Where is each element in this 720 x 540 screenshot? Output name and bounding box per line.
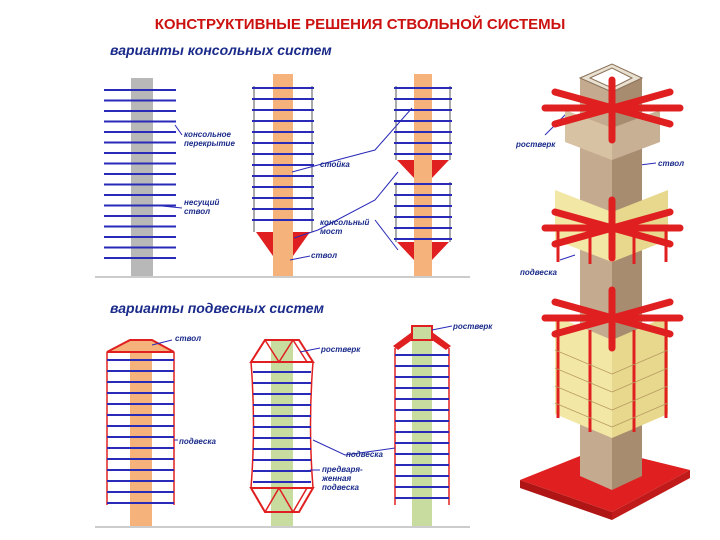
slide-title: КОНСТРУКТИВНЫЕ РЕШЕНИЯ СТВОЛЬНОЙ СИСТЕМЫ (154, 16, 566, 33)
label-core-b: ствол (175, 334, 202, 343)
suspended-floors-1 (107, 359, 174, 504)
label-grillage-a: ростверк (321, 345, 361, 354)
cantilever-building-1 (104, 78, 176, 276)
tower-floor-lines (554, 349, 669, 428)
core-orange-3 (414, 74, 432, 276)
bracket-upper-left (397, 160, 414, 178)
bracket-lower-right (432, 242, 449, 260)
cantilever-bridge-left (256, 232, 273, 256)
cantilever-section-title: варианты консольных систем (110, 42, 332, 58)
label-tower-core: ствол (658, 159, 685, 168)
tower-grillages (541, 76, 684, 352)
label-tower-hanger: подвеска (520, 268, 557, 277)
suspended-building-1 (106, 339, 175, 526)
bracket-lower-left (397, 242, 414, 260)
bearing-core-gray (131, 78, 153, 276)
cantilever-floors-3 (394, 87, 452, 240)
tower-3d (520, 63, 690, 520)
label-tower-grillage: ростверк (516, 140, 556, 149)
cantilever-bridge-right (293, 232, 310, 256)
leader-lines (151, 107, 657, 471)
cantilever-floors-2 (252, 87, 314, 221)
suspended-section-title: варианты подвесных систем (110, 300, 324, 316)
cantilever-building-2 (252, 74, 314, 276)
grillage-roof-s1 (106, 339, 175, 353)
cantilever-floors-1 (104, 89, 176, 259)
bracket-upper-right (432, 160, 449, 178)
label-hanger-a: подвеска (179, 437, 216, 446)
suspended-floors-3 (395, 354, 449, 499)
cantilever-building-3 (394, 74, 452, 276)
label-grillage-b: ростверк (453, 322, 493, 331)
tower-hangers (556, 230, 668, 432)
suspended-building-3 (393, 325, 451, 526)
label-core-a: ствол (311, 251, 338, 260)
suspended-building-2 (249, 338, 315, 526)
ground-lines (95, 276, 470, 528)
suspended-floors-2 (253, 371, 311, 483)
core-green-s2 (271, 340, 293, 526)
label-hanger-b: подвеска (346, 450, 383, 459)
label-column: стойка (320, 160, 350, 169)
core-orange-s1 (130, 340, 152, 526)
